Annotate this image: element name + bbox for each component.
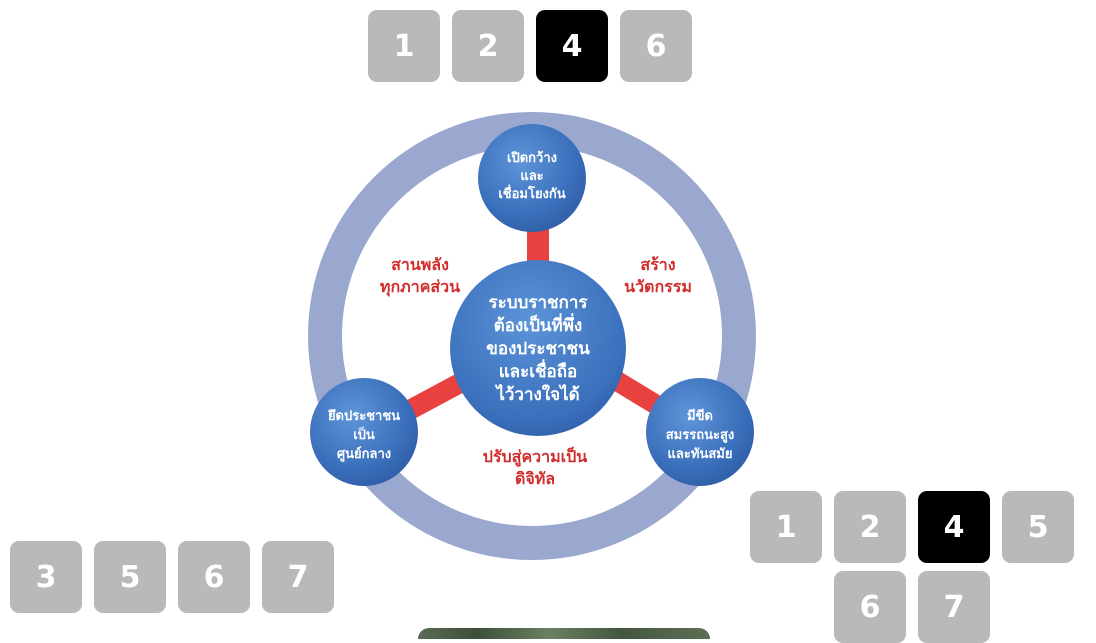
node-top-line-1: เปิดกว้าง (507, 150, 557, 166)
label-bottom-line-2: ดิจิทัล (515, 469, 555, 488)
node-left (310, 378, 418, 486)
page-button-2[interactable]: 2 (834, 491, 906, 563)
node-right (646, 378, 754, 486)
page-button-1[interactable]: 1 (750, 491, 822, 563)
node-right-line-2: สมรรถนะสูง (666, 428, 735, 443)
page-button-3[interactable]: 3 (10, 541, 82, 613)
center-line-2: ต้องเป็นที่พึ่ง (494, 313, 583, 336)
bottom-image-partial (418, 628, 710, 639)
node-left-line-3: ศูนย์กลาง (337, 446, 391, 462)
node-right-line-3: และทันสมัย (668, 447, 733, 462)
page-button-4-active[interactable]: 4 (918, 491, 990, 563)
node-top (478, 124, 586, 232)
center-circle (450, 260, 626, 436)
label-upper-right-line-2: นวัตกรรม (624, 277, 692, 296)
node-right-line-1: มีขีด (687, 408, 713, 424)
page-button-1[interactable]: 1 (368, 10, 440, 82)
page-button-5[interactable]: 5 (1002, 491, 1074, 563)
center-line-1: ระบบราชการ (488, 293, 588, 313)
connector-left (399, 374, 465, 422)
label-bottom-line-1: ปรับสู่ความเป็น (483, 445, 588, 468)
label-upper-left-line-1: สานพลัง (391, 255, 449, 274)
node-top-line-3: เชื่อมโยงกัน (498, 184, 565, 202)
page-button-4-active[interactable]: 4 (536, 10, 608, 82)
center-line-4: และเชื่อถือ (499, 359, 578, 382)
page-button-7[interactable]: 7 (918, 571, 990, 643)
page-button-2[interactable]: 2 (452, 10, 524, 82)
center-line-5: ไว้วางใจได้ (494, 384, 579, 405)
label-upper-right-line-1: สร้าง (640, 255, 675, 274)
center-line-3: ของประชาชน (486, 339, 590, 359)
node-left-line-2: เป็น (353, 425, 375, 443)
page-button-5[interactable]: 5 (94, 541, 166, 613)
node-left-line-1: ยึดประชาชน (328, 408, 401, 424)
page-button-6[interactable]: 6 (834, 571, 906, 643)
page-button-6[interactable]: 6 (620, 10, 692, 82)
page-button-6[interactable]: 6 (178, 541, 250, 613)
page-button-7[interactable]: 7 (262, 541, 334, 613)
node-top-line-2: และ (520, 169, 543, 184)
label-upper-left-line-2: ทุกภาคส่วน (380, 277, 460, 297)
